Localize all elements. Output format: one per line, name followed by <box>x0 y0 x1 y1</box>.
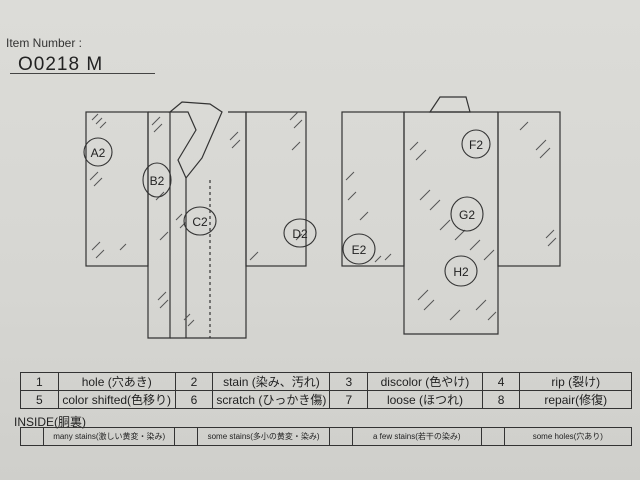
inside-checkbox[interactable] <box>328 427 353 446</box>
front-kimono-outline <box>85 101 307 339</box>
mark-b2: B2 <box>150 174 165 188</box>
inside-condition-table: many stains(激しい黄変・染み) some stains(多小の黄変・… <box>20 427 633 446</box>
legend-label: color shifted(色移り) <box>57 390 176 409</box>
inside-label: some holes(穴あり) <box>503 427 633 446</box>
mark-f2: F2 <box>469 138 483 152</box>
legend-row: 1 hole (穴あき) 2 stain (染み、汚れ) 3 discolor … <box>20 372 632 391</box>
inside-row: many stains(激しい黄変・染み) some stains(多小の黄変・… <box>20 427 633 446</box>
inside-checkbox[interactable] <box>20 427 44 446</box>
legend-label: repair(修復) <box>519 390 632 409</box>
item-number-label: Item Number : <box>6 36 83 50</box>
legend-row: 5 color shifted(色移り) 6 scratch (ひっかき傷) 7… <box>20 390 632 409</box>
legend-num: 3 <box>329 372 369 391</box>
inside-label: many stains(激しい黄変・染み) <box>42 427 176 446</box>
legend-label: rip (裂け) <box>519 372 632 391</box>
mark-g2: G2 <box>459 208 475 222</box>
circle-c2 <box>183 206 217 236</box>
mark-c2: C2 <box>192 215 208 229</box>
legend-num: 1 <box>20 372 59 391</box>
inside-title: INSIDE(胴裏) <box>14 415 87 429</box>
circle-e2 <box>342 233 376 265</box>
legend-num: 4 <box>481 372 521 391</box>
circle-f2 <box>461 129 491 159</box>
circle-g2 <box>450 196 484 232</box>
stain-hatching <box>89 111 557 327</box>
legend-label: discolor (色やけ) <box>367 372 483 391</box>
inside-checkbox[interactable] <box>480 427 505 446</box>
legend-label: scratch (ひっかき傷) <box>212 390 331 409</box>
item-number-value: O0218 M <box>18 54 104 75</box>
mark-a2: A2 <box>91 146 106 160</box>
inside-label: a few stains(若干の染み) <box>351 427 482 446</box>
inside-checkbox[interactable] <box>174 427 199 446</box>
back-kimono-outline <box>341 96 561 335</box>
legend-label: stain (染み、汚れ) <box>212 372 331 391</box>
mark-d2: D2 <box>292 227 308 241</box>
kimono-diagram: A2 B2 C2 D2 E2 F2 G2 H2 <box>83 96 561 339</box>
legend-num: 5 <box>20 390 59 409</box>
legend-label: loose (ほつれ) <box>367 390 483 409</box>
circle-a2 <box>83 137 113 167</box>
circle-h2 <box>444 255 478 287</box>
damage-legend-table: 1 hole (穴あき) 2 stain (染み、汚れ) 3 discolor … <box>20 372 632 409</box>
damage-circles <box>83 129 491 287</box>
legend-num: 6 <box>174 390 214 409</box>
item-number-underline <box>10 73 155 74</box>
legend-num: 8 <box>481 390 521 409</box>
legend-num: 7 <box>329 390 369 409</box>
circle-d2 <box>283 218 317 248</box>
legend-num: 2 <box>174 372 214 391</box>
mark-h2: H2 <box>453 265 469 279</box>
mark-e2: E2 <box>352 243 367 257</box>
legend-label: hole (穴あき) <box>57 372 176 391</box>
circle-b2 <box>142 162 172 198</box>
inside-label: some stains(多小の黄変・染み) <box>197 427 330 446</box>
